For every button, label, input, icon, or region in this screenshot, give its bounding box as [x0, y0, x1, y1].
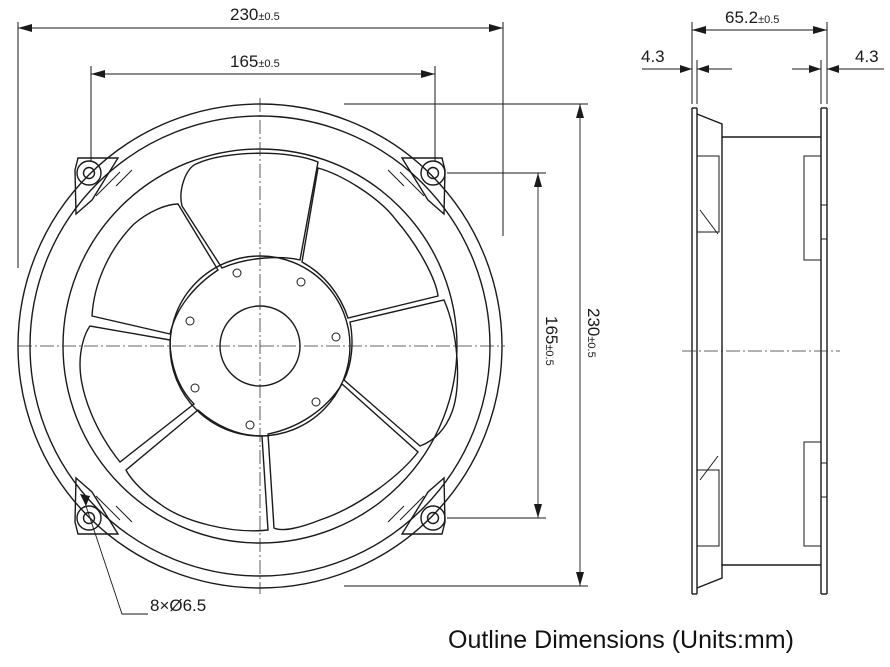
- dim-flange-left: 4.3: [641, 47, 665, 66]
- hole-leader: [83, 499, 148, 615]
- hub-screws: [185, 268, 341, 430]
- hole-leader-arrow: [80, 494, 90, 506]
- front-arrows: [18, 24, 584, 586]
- front-view: 230±0.5 165±0.5 165±0.5 230±0.5 8×Ø6.5: [17, 5, 603, 615]
- front-dimension-lines: [18, 27, 581, 586]
- mounting-holes: [76, 160, 446, 531]
- side-view: 65.2±0.5 4.3 4.3: [641, 8, 884, 595]
- dim-hole-spacing-h: 165±0.5: [230, 52, 280, 71]
- dim-mounting-holes: 8×Ø6.5: [150, 596, 206, 615]
- dim-flange-right: 4.3: [855, 47, 879, 66]
- fan-blades: [79, 152, 459, 532]
- mounting-lugs: [74, 157, 446, 535]
- dim-hole-spacing-v: 165±0.5: [542, 316, 561, 366]
- drawing-caption: Outline Dimensions (Units:mm): [448, 626, 794, 654]
- front-extension-lines: [17, 22, 588, 587]
- dim-overall-height: 230±0.5: [584, 308, 603, 358]
- dim-overall-width: 230±0.5: [230, 5, 280, 24]
- dim-depth: 65.2±0.5: [725, 8, 779, 27]
